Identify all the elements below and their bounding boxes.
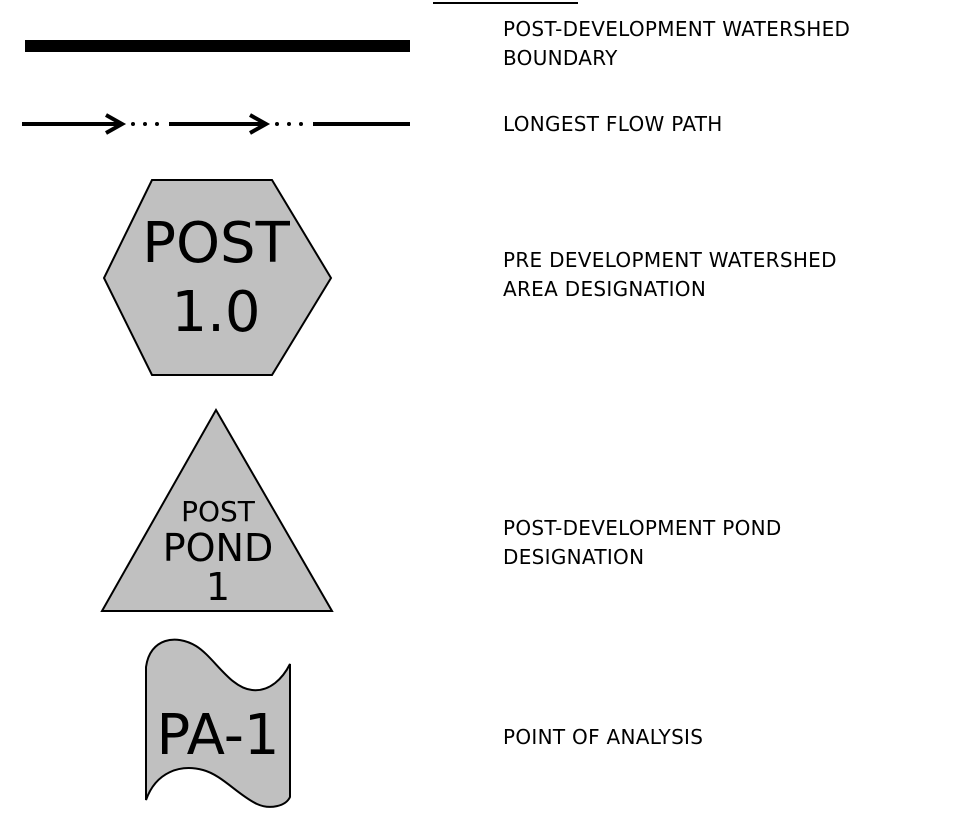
legend-label-pond: POST-DEVELOPMENT POND DESIGNATION [503, 516, 782, 569]
legend-label-point-of-analysis: POINT OF ANALYSIS [503, 725, 704, 749]
legend-label-boundary: POST-DEVELOPMENT WATERSHED BOUNDARY [503, 17, 851, 70]
triangle-text-line-2: POND [163, 526, 274, 570]
hexagon-text-line-1: POST [142, 211, 290, 276]
pond-triangle-symbol: POST POND 1 [100, 407, 334, 612]
hexagon-text-line-2: 1.0 [171, 280, 260, 345]
triangle-text-line-3: 1 [206, 565, 230, 609]
flag-text: PA-1 [156, 703, 279, 768]
triangle-text-line-1: POST [181, 495, 256, 528]
point-of-analysis-flag-symbol: PA-1 [145, 638, 291, 808]
watershed-area-hexagon-symbol: POST 1.0 [102, 179, 333, 376]
legend-label-watershed-area: PRE DEVELOPMENT WATERSHED AREA DESIGNATI… [503, 248, 837, 301]
legend-label-flow-path: LONGEST FLOW PATH [503, 112, 723, 136]
flow-path-line-symbol [22, 113, 410, 135]
legend-title-underline [433, 2, 578, 4]
